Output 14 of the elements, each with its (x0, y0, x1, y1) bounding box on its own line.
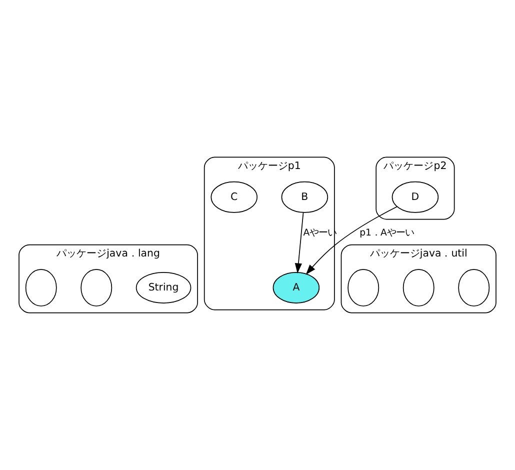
arrow (306, 206, 398, 275)
node-ellipse: D (392, 181, 439, 213)
node-ellipse: B (281, 181, 328, 213)
edge-label: p1．Aやーい (360, 227, 414, 238)
node-ellipse: C (210, 181, 258, 213)
cluster: パッケージjava．util (340, 244, 496, 314)
node-circle (402, 269, 434, 306)
node-ellipse: A (272, 272, 320, 304)
node-circle (458, 269, 490, 306)
node-ellipse: String (136, 272, 192, 304)
arrow (294, 212, 304, 274)
node-circle (80, 269, 112, 306)
node-circle (25, 269, 57, 306)
node-circle (348, 269, 380, 306)
